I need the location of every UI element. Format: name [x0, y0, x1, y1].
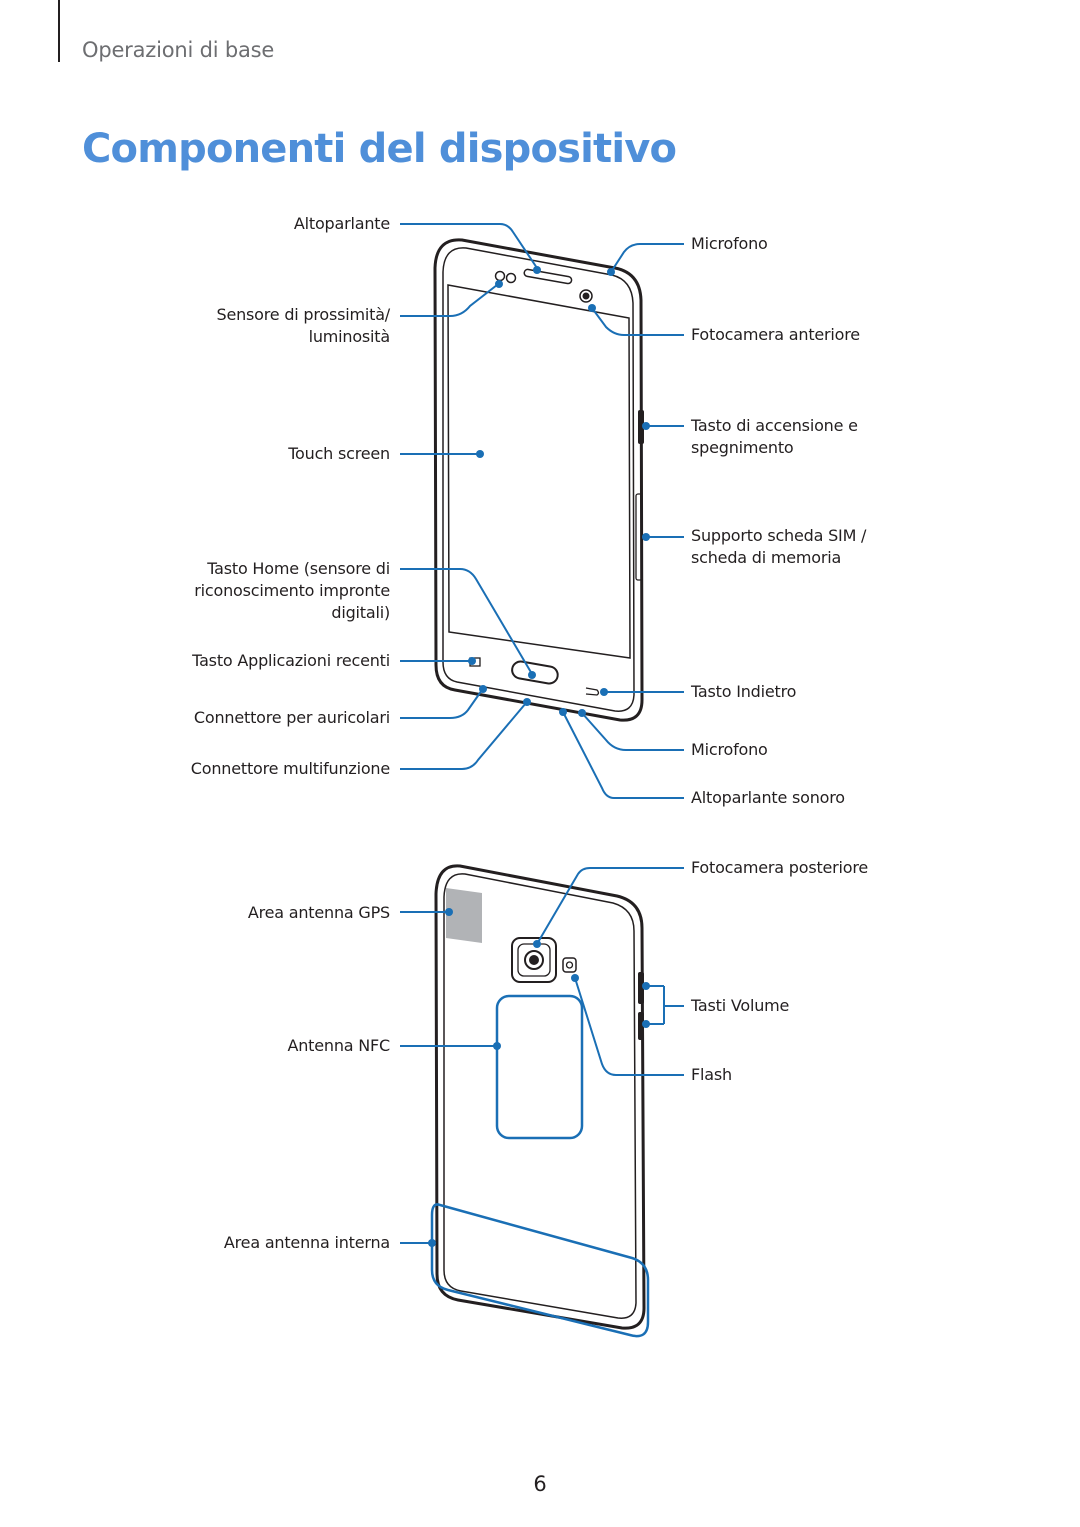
label-sim-line1: Supporto scheda SIM /	[691, 526, 867, 545]
leader-dots	[428, 266, 650, 1247]
label-home-line3: digitali)	[331, 603, 390, 622]
back-device	[434, 864, 646, 1330]
label-gps: Area antenna GPS	[247, 903, 390, 922]
label-flash: Flash	[691, 1065, 732, 1084]
page-number: 6	[533, 1472, 547, 1496]
front-device	[433, 238, 644, 722]
label-sensore-line2: luminosità	[308, 327, 391, 346]
section-title: Operazioni di base	[82, 38, 275, 62]
label-volume: Tasti Volume	[691, 996, 790, 1015]
label-antenna-interna: Area antenna interna	[223, 1233, 390, 1252]
nfc-antenna-area	[495, 994, 584, 1140]
label-touch-screen: Touch screen	[288, 444, 390, 463]
label-auricolari: Connettore per auricolari	[193, 708, 390, 727]
label-accensione-line2: spegnimento	[691, 438, 794, 457]
label-fotocamera-anteriore: Fotocamera anteriore	[691, 325, 860, 344]
label-nfc: Antenna NFC	[287, 1036, 390, 1055]
page-title: Componenti del dispositivo	[82, 126, 677, 172]
label-fotocamera-posteriore: Fotocamera posteriore	[691, 858, 869, 877]
label-microfono-top: Microfono	[691, 234, 768, 253]
label-accensione-line1: Tasto di accensione e	[691, 416, 858, 435]
label-sensore-line1: Sensore di prossimità/	[216, 305, 391, 324]
label-recenti: Tasto Applicazioni recenti	[192, 651, 390, 670]
internal-antenna-area	[430, 1203, 650, 1338]
label-home-line2: riconoscimento impronte	[194, 581, 390, 600]
label-home-line1: Tasto Home (sensore di	[207, 559, 390, 578]
label-sim-line2: scheda di memoria	[691, 548, 842, 567]
label-indietro: Tasto Indietro	[691, 682, 797, 701]
margin-rule	[58, 0, 60, 62]
label-microfono-bottom: Microfono	[691, 740, 768, 759]
leader-lines	[400, 223, 684, 1244]
label-altoparlante: Altoparlante	[293, 214, 390, 233]
label-multifunzione: Connettore multifunzione	[190, 759, 390, 778]
label-altoparlante-sonoro: Altoparlante sonoro	[691, 788, 845, 807]
